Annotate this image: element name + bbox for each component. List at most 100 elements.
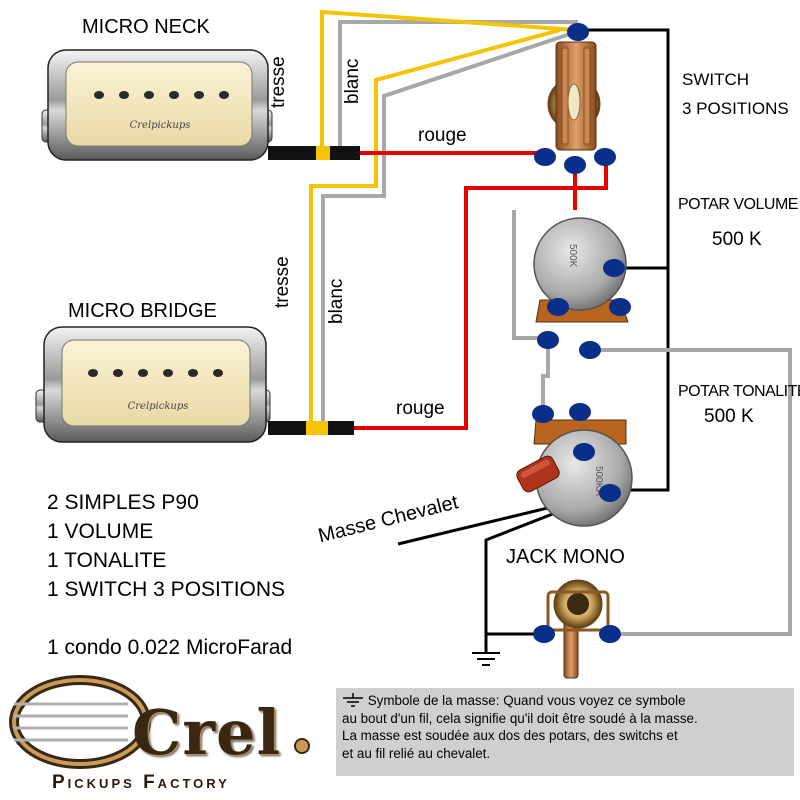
pole-piece [144,91,154,99]
logo-wordmark: Crel [132,696,282,769]
footnote-line: La masse est soudée aux dos des potars, … [342,728,678,743]
bridge-pickup-face [61,339,251,427]
three-way-switch [547,41,601,151]
solder-point [532,405,554,423]
ground-bus-wire [578,28,670,492]
pole-piece [188,369,198,377]
volume-pot-can [533,217,627,311]
pole-piece [163,369,173,377]
mono-jack [546,579,610,679]
neck-braid-label: tresse [268,56,289,108]
solder-point [534,148,556,166]
crel-logo-emblem [9,675,310,769]
neck-pickup-title: MICRO NECK [82,16,210,38]
ground-symbol [472,652,500,666]
capacitor-body [516,455,560,493]
bridge-lead-white [328,421,354,435]
neck-pickup-brand: Crelpickups [130,120,191,131]
pole-piece [94,91,104,99]
solder-point [573,443,595,461]
neck-lead-braid [316,146,330,160]
solder-point [533,625,555,643]
parts-list-item [47,604,292,633]
pole-piece [169,91,179,99]
tone-label-line1: POTAR TONALITE [678,383,800,400]
solder-point [547,298,569,316]
tone-jack-white-wire [590,348,792,636]
bridge-pickup-title: MICRO BRIDGE [68,300,217,322]
pole-piece [194,91,204,99]
switch-label-line2: 3 POSITIONS [682,99,789,118]
solder-point [537,331,559,349]
tone-to-jack-ground-wire [484,488,615,636]
solder-point [609,298,631,316]
jack-socket [567,593,589,615]
neck-pickup-face [65,61,253,147]
pole-piece [138,369,148,377]
bridge-lead-sleeve [268,421,318,435]
tone-pot-marking: 500KA [593,466,604,496]
volume-pot-marking: 500K [567,244,578,268]
parts-list-item: 1 condo 0.022 MicroFarad [47,636,293,659]
logo-strings [14,702,128,742]
solder-point [567,23,589,41]
ground-symbol-icon [343,693,363,707]
bridge-lead-braid [306,421,328,435]
volume-label-line2: 500 K [712,229,762,250]
logo-dot [294,738,310,754]
footnote-line: au bout d'un fil, cela signifie qu'il do… [342,710,698,726]
switch-blade-right [583,47,591,145]
jack-label: JACK MONO [506,546,625,568]
parts-list: 2 SIMPLES P90 1 VOLUME 1 TONALITE 1 SWIT… [47,488,292,662]
ground-symbol-footnote: Symbole de la masse: Quand vous voyez ce… [336,688,794,776]
volume-loop-white-wire [512,210,548,340]
tone-label-line2: 500 K [704,406,754,427]
neck-red-label: rouge [418,125,467,146]
neck-lead-sleeve [268,146,318,160]
neck-lead-white [330,146,360,160]
volume-label-line1: POTAR VOLUME [678,196,798,213]
parts-list-item: 1 VOLUME [47,520,154,543]
tone-pot: 500KA [516,419,633,527]
bridge-pole-pieces [88,369,223,377]
pole-piece [219,91,229,99]
switch-blade-left [561,47,569,145]
bridge-braid-wire [309,28,561,428]
solder-point [594,148,616,166]
bridge-red-label: rouge [396,398,445,419]
volume-to-tone-white-wire [541,340,550,414]
logo-subtitle: Pickups Factory [52,772,230,793]
tone-capacitor [516,455,560,493]
solder-point [599,625,621,643]
footnote-line: Symbole de la masse: Quand vous voyez ce… [342,692,788,710]
bridge-pickup: Crelpickups [35,326,271,443]
pole-piece [213,369,223,377]
neck-pole-pieces [94,91,229,99]
parts-list-item: 1 SWITCH 3 POSITIONS [47,578,286,601]
parts-list-item: 1 TONALITE [47,549,167,572]
capacitor-highlight [520,459,550,478]
solder-point [599,484,621,502]
jack-sleeve-lug [546,590,610,632]
switch-lever [567,83,581,121]
solder-point [569,403,591,421]
bridge-hot-wire [354,155,608,430]
neck-pickup: Crelpickups [41,49,273,161]
footnote-line: et au fil relié au chevalet. [342,745,491,761]
solder-points [532,23,631,643]
pole-piece [113,369,123,377]
neck-white-label: blanc [342,58,363,104]
footnote-text: Symbole de la masse: Quand vous voyez ce… [367,693,686,708]
pole-piece [119,91,129,99]
pole-piece [88,369,98,377]
bridge-pickup-brand: Crelpickups [128,401,189,412]
solder-point [603,259,625,277]
solder-point [564,156,586,174]
parts-list-item: 2 SIMPLES P90 [47,491,199,514]
bridge-white-label: blanc [326,278,347,324]
logo-ring-inner [12,678,148,766]
solder-point [579,341,601,359]
volume-pot: 500K [533,217,629,323]
switch-label-line1: SWITCH [682,70,750,89]
